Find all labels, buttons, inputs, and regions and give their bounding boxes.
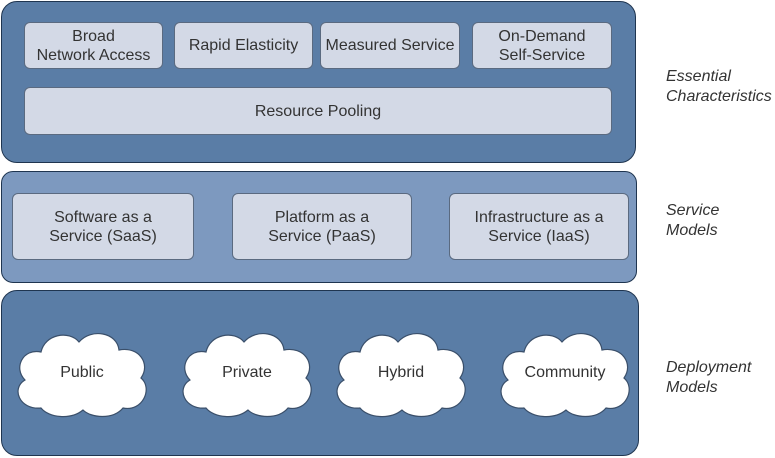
community-cloud: Community	[494, 328, 636, 418]
private-label: Private	[222, 364, 272, 381]
cloud-icon	[336, 333, 466, 418]
cloud-icon	[500, 333, 630, 418]
private-cloud: Private	[176, 328, 318, 418]
public-cloud: Public	[11, 328, 153, 418]
community-label: Community	[524, 364, 606, 381]
on-demand-self-service-box: On-Demand Self-Service	[472, 22, 612, 69]
resource-pooling-box: Resource Pooling	[24, 87, 612, 135]
service-models-label: Service Models	[666, 202, 720, 239]
saas-box: Software as a Service (SaaS)	[12, 193, 194, 260]
deployment-models-label: Deployment Models	[666, 359, 752, 396]
measured-service-box: Measured Service	[320, 22, 460, 69]
iaas-box: Infrastructure as a Service (IaaS)	[449, 193, 629, 260]
cloud-icon	[182, 333, 312, 418]
paas-box: Platform as a Service (PaaS)	[232, 193, 412, 260]
broad-network-access-box: Broad Network Access	[24, 22, 163, 69]
cloud-icon	[17, 333, 147, 418]
rapid-elasticity-box: Rapid Elasticity	[174, 22, 313, 69]
public-label: Public	[60, 364, 104, 381]
hybrid-label: Hybrid	[377, 364, 425, 381]
essential-characteristics-label: Essential Characteristics	[666, 68, 772, 105]
hybrid-cloud: Hybrid	[330, 328, 472, 418]
